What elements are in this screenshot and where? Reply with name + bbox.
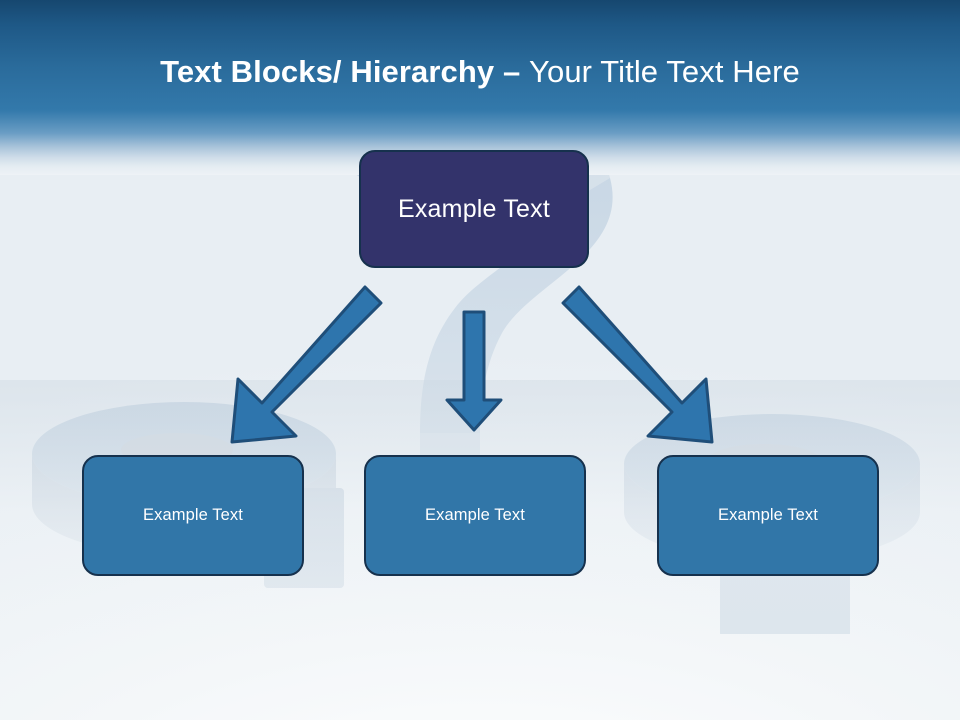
hierarchy-child-label-3: Example Text bbox=[718, 506, 818, 524]
hierarchy-child-node-1[interactable]: Example Text bbox=[82, 455, 304, 576]
header-band bbox=[0, 0, 960, 175]
page-title-light: Your Title Text Here bbox=[529, 54, 800, 89]
page-title-bold: Text Blocks/ Hierarchy – bbox=[160, 54, 530, 89]
hierarchy-child-label-2: Example Text bbox=[425, 506, 525, 524]
hierarchy-root-label: Example Text bbox=[397, 194, 550, 223]
hierarchy-child-node-3[interactable]: Example Text bbox=[657, 455, 879, 576]
hierarchy-child-node-2[interactable]: Example Text bbox=[364, 455, 586, 576]
hierarchy-child-label-1: Example Text bbox=[143, 506, 243, 524]
hierarchy-root-node[interactable]: Example Text bbox=[359, 150, 589, 268]
page-title: Text Blocks/ Hierarchy – Your Title Text… bbox=[0, 52, 960, 92]
